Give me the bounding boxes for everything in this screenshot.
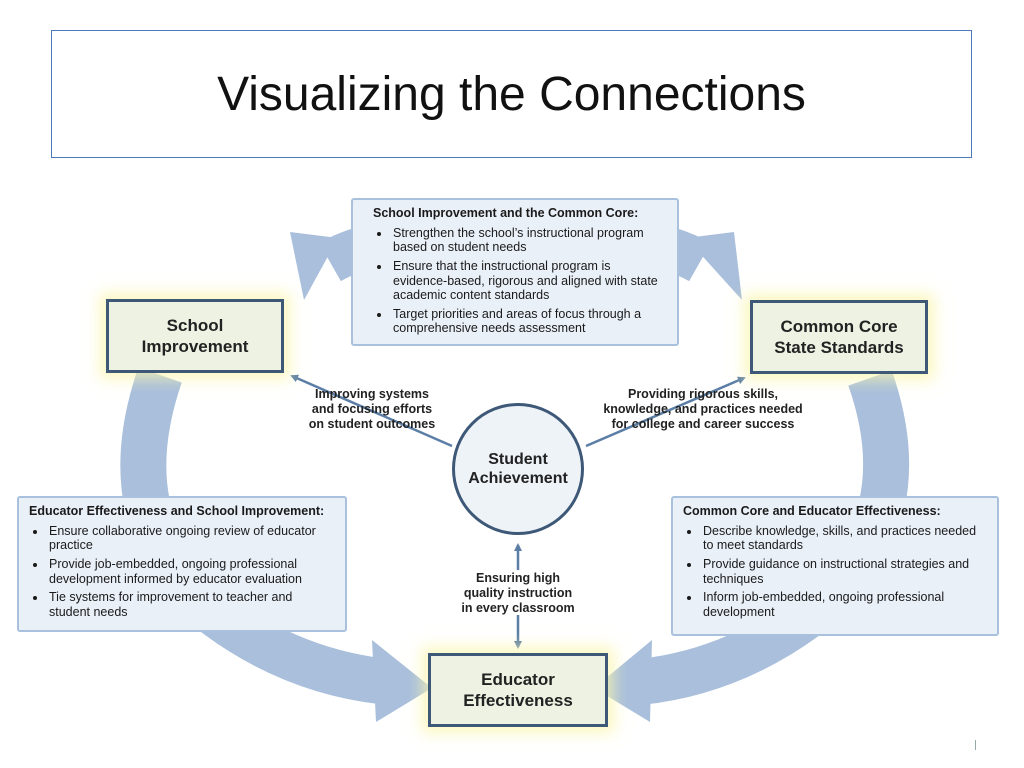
panel-top: School Improvement and the Common Core: …	[351, 198, 679, 346]
node-school-improvement: School Improvement	[106, 299, 284, 373]
cycle-arrowhead-left	[372, 640, 432, 722]
panel-right-heading: Common Core and Educator Effectiveness:	[683, 504, 941, 518]
node-student-achievement: Student Achievement	[452, 403, 584, 535]
panel-top-list: Strengthen the school’s instructional pr…	[373, 226, 667, 336]
panel-left-list: Ensure collaborative ongoing review of e…	[29, 524, 335, 620]
node-common-core: Common Core State Standards	[750, 300, 928, 374]
panel-right-list: Describe knowledge, skills, and practice…	[683, 524, 987, 620]
connector-right	[585, 376, 746, 448]
list-item: Describe knowledge, skills, and practice…	[701, 524, 987, 553]
connector-label-left: Improving systems and focusing efforts o…	[308, 387, 436, 431]
title-box: Visualizing the Connections	[51, 30, 972, 158]
cycle-arrowhead-top-right	[686, 232, 742, 300]
slide-title: Visualizing the Connections	[217, 67, 806, 121]
node-label: Common Core State Standards	[774, 316, 904, 357]
connector-left	[290, 374, 453, 448]
node-label: Student Achievement	[468, 450, 568, 487]
list-item: Tie systems for improvement to teacher a…	[47, 590, 335, 619]
node-label: Educator Effectiveness	[463, 669, 573, 710]
panel-top-heading: School Improvement and the Common Core:	[373, 206, 639, 220]
list-item: Ensure collaborative ongoing review of e…	[47, 524, 335, 553]
list-item: Provide job-embedded, ongoing profession…	[47, 557, 335, 586]
list-item: Strengthen the school’s instructional pr…	[391, 226, 667, 255]
node-label: School Improvement	[141, 315, 249, 356]
list-item: Provide guidance on instructional strate…	[701, 557, 987, 586]
connector-label-bottom: Ensuring high quality instruction in eve…	[461, 571, 575, 615]
list-item: Inform job-embedded, ongoing professiona…	[701, 590, 987, 619]
list-item: Ensure that the instructional program is…	[391, 259, 667, 303]
panel-left: Educator Effectiveness and School Improv…	[17, 496, 347, 632]
cycle-arrowhead-top-left	[290, 232, 338, 300]
panel-left-heading: Educator Effectiveness and School Improv…	[29, 504, 325, 518]
cycle-arrowhead-right	[594, 640, 652, 722]
panel-right: Common Core and Educator Effectiveness: …	[671, 496, 999, 636]
divider	[975, 740, 976, 750]
node-educator-effectiveness: Educator Effectiveness	[428, 653, 608, 727]
list-item: Target priorities and areas of focus thr…	[391, 307, 667, 336]
connector-label-right: Providing rigorous skills, knowledge, an…	[603, 387, 803, 431]
